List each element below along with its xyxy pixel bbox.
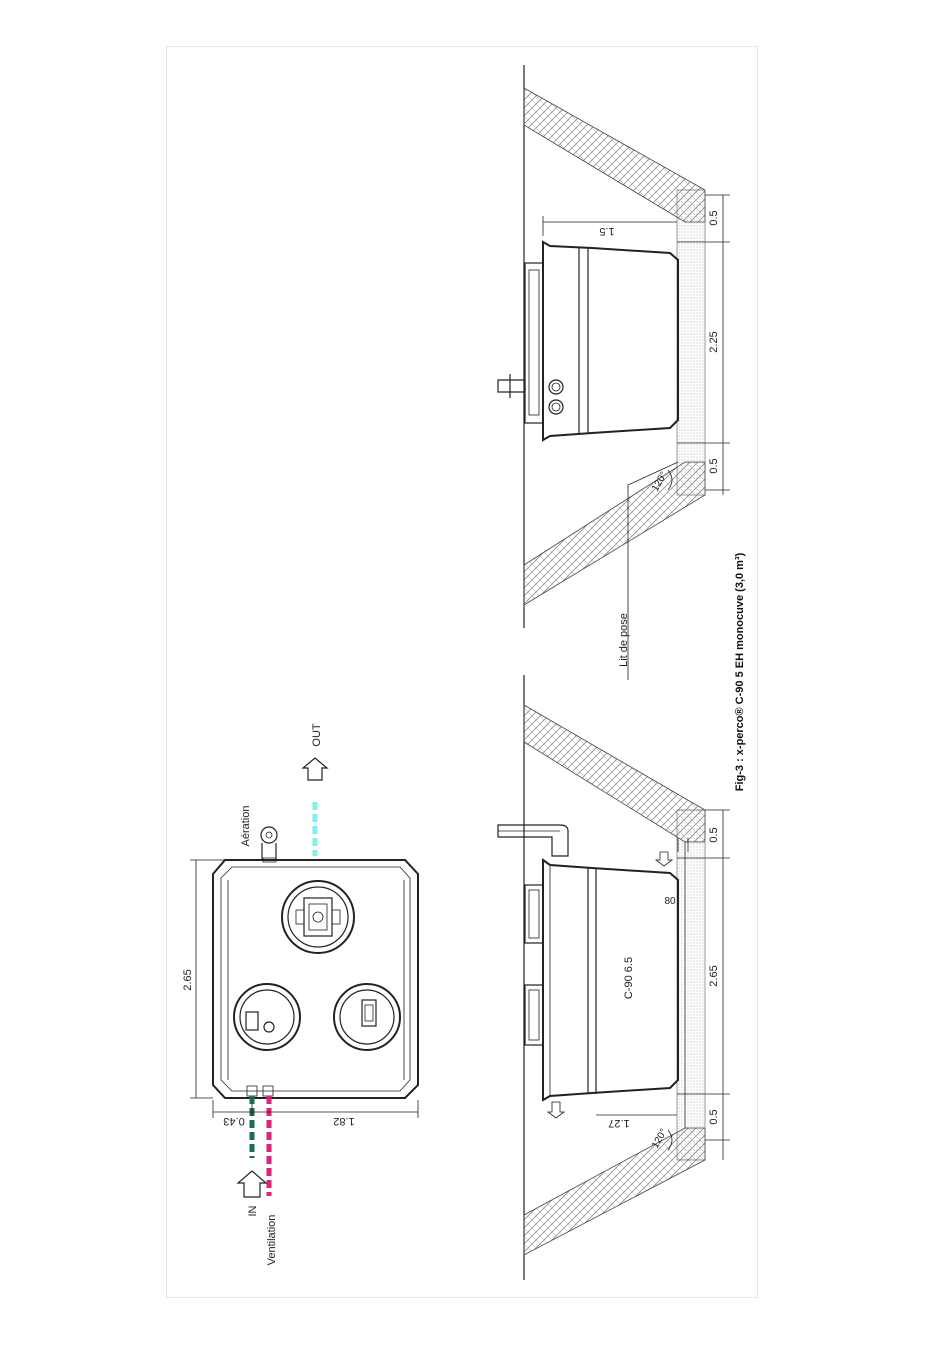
- label-in: IN: [247, 1205, 259, 1216]
- aeration-vent-icon: [261, 827, 277, 862]
- manhole-outlet: [282, 881, 354, 953]
- manhole-inlet: [234, 984, 300, 1050]
- dim-center-short: 2.25: [708, 331, 720, 352]
- plan-dim-offset: 0.43: [223, 1115, 244, 1127]
- plan-dim-width: 1.82: [333, 1115, 354, 1127]
- plan-tank-outline: [213, 860, 418, 1098]
- dim-left-margin-short: 0.5: [708, 210, 720, 225]
- dim-center-long: 2.65: [708, 965, 720, 986]
- dim-inlet-height: 1.27: [608, 1117, 629, 1129]
- label-ventilation: Ventilation: [266, 1215, 278, 1266]
- dim-height-short: 1.5: [599, 225, 614, 237]
- tank-label-long: C-90 6.5: [623, 957, 635, 999]
- dim-left-margin-long: 0.5: [708, 827, 720, 842]
- bedding-label: Lit de pose: [618, 613, 630, 667]
- dim-right-margin-short: 0.5: [708, 458, 720, 473]
- arrow-out-icon: [303, 758, 327, 780]
- dim-outlet-offset: 80: [664, 896, 676, 907]
- section-long: C-90 6.5 1.27 80 0.5 2.65 0.5 120°: [498, 675, 730, 1280]
- manhole-middle: [334, 984, 400, 1050]
- section-short: 1.5 0.5 2.25 0.5 120° Lit de pose: [498, 65, 730, 680]
- plan-view: 2.65 1.82 0.43 Aération OUT IN Ventilati…: [182, 723, 418, 1265]
- figure-caption: Fig-3 : x-perco® C-90 5 EH monocuve (3,0…: [734, 552, 746, 791]
- label-aeration: Aération: [240, 806, 252, 847]
- arrow-in-icon: [238, 1171, 266, 1197]
- dim-right-margin-long: 0.5: [708, 1109, 720, 1124]
- plan-tank-inner: [221, 867, 410, 1091]
- label-out: OUT: [311, 723, 323, 747]
- plan-dim-length: 2.65: [182, 969, 194, 990]
